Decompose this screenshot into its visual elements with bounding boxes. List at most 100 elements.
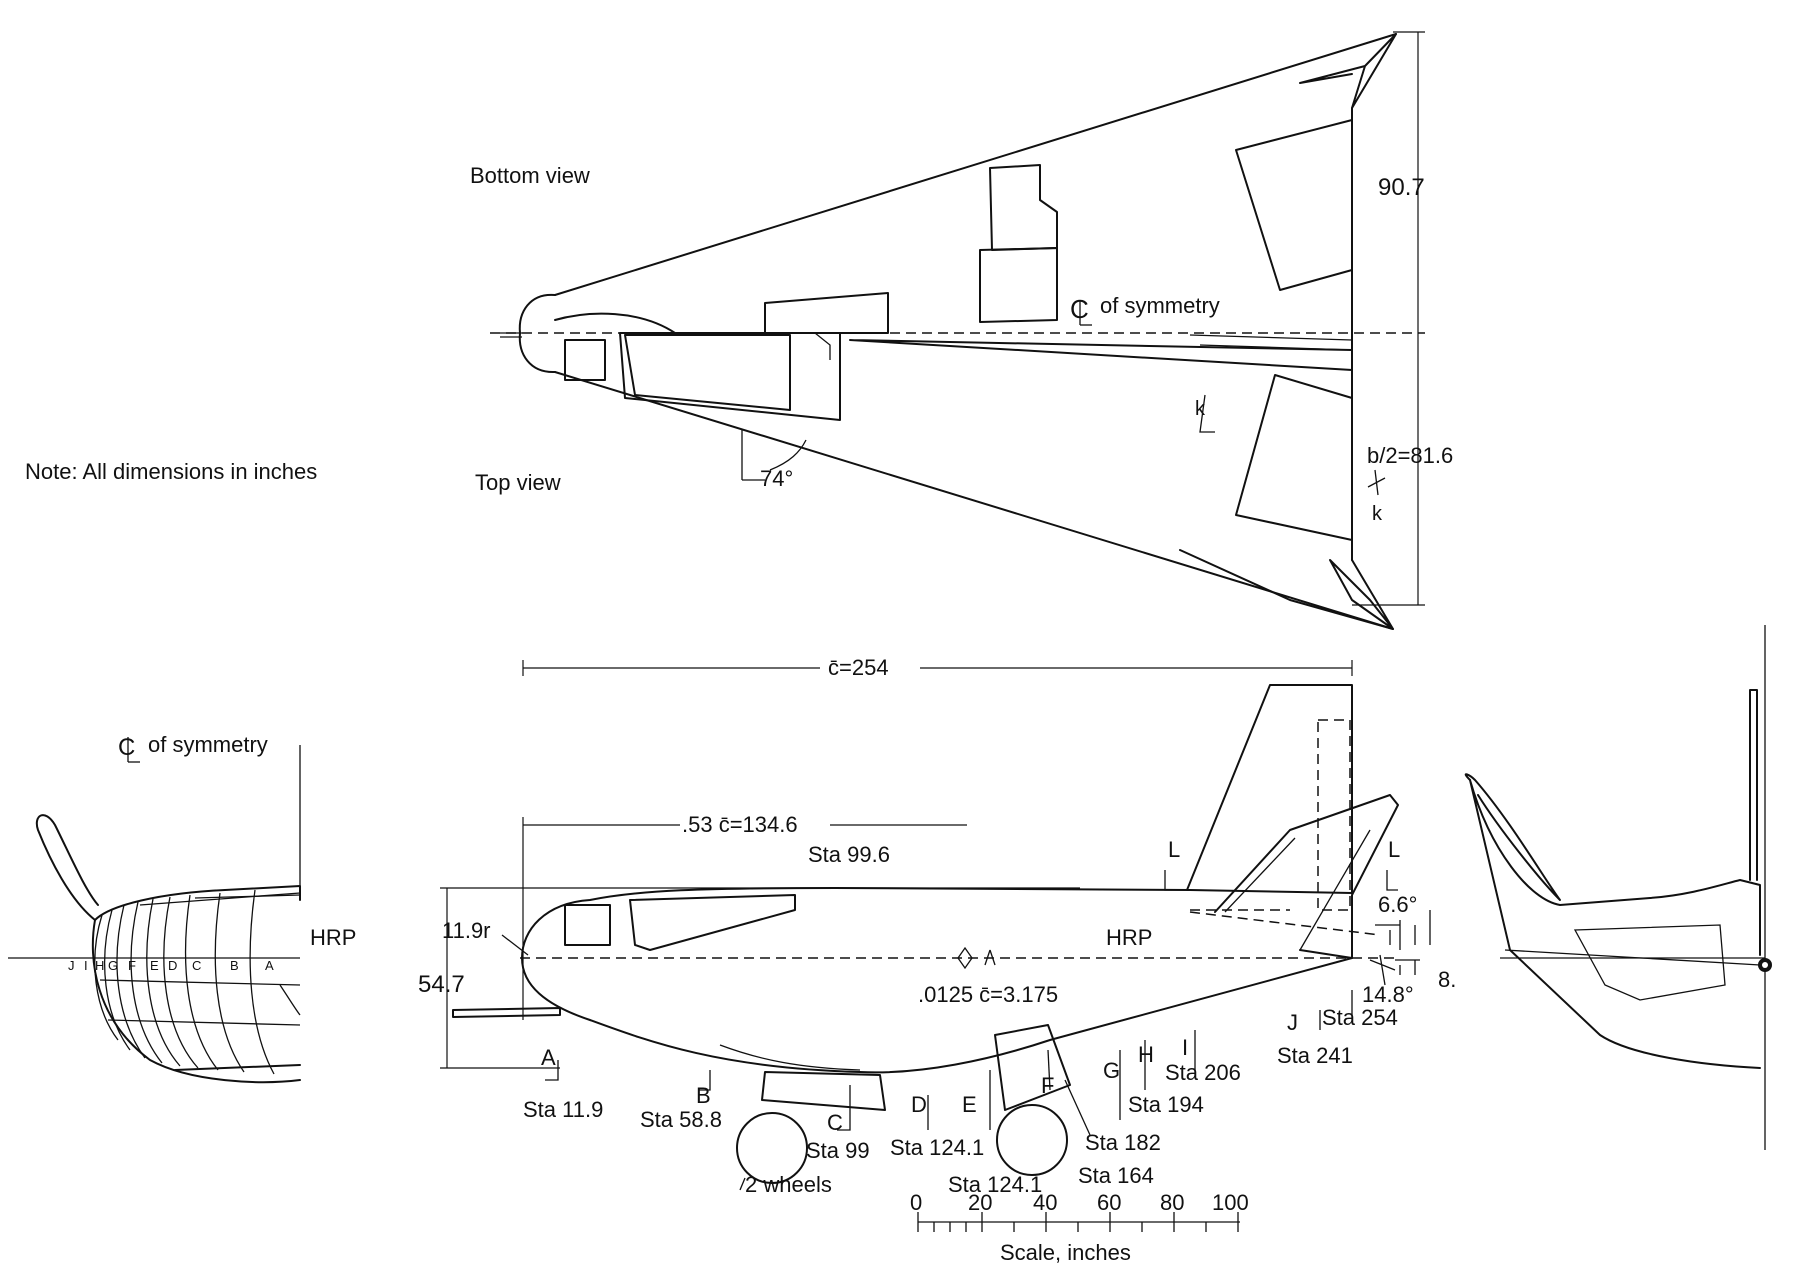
L-left-label: L: [1168, 837, 1180, 862]
svg-text:C: C: [192, 958, 201, 973]
rear-tip-fin: [1464, 773, 1561, 901]
note-label: Note: All dimensions in inches: [25, 459, 317, 484]
station-E: E: [962, 1092, 977, 1117]
main-wheel: [736, 1112, 808, 1184]
plan-view: [490, 31, 1425, 630]
sta-194-label: Sta 194: [1128, 1092, 1204, 1117]
station-F: F: [1041, 1073, 1054, 1098]
angle-6-6-label: 6.6°: [1378, 892, 1417, 917]
station-H: H: [1138, 1042, 1154, 1067]
rear-fin: [1749, 689, 1758, 881]
wheels-label: 2 wheels: [745, 1172, 832, 1197]
station-C: C: [827, 1110, 843, 1135]
front-view-left: [8, 745, 301, 1084]
front-fin: [35, 814, 99, 921]
svg-text:G: G: [108, 958, 118, 973]
station-J: J: [1287, 1010, 1298, 1035]
mac-label: c̄=254: [828, 655, 889, 680]
sta-124-1b-label: Sta 124.1: [948, 1172, 1042, 1197]
scale-label: Scale, inches: [1000, 1240, 1131, 1265]
scale-bar: [917, 1212, 1240, 1232]
front-body: [91, 885, 301, 1084]
bottom-view-label: Bottom view: [470, 163, 590, 188]
scale-tick-20: 20: [968, 1190, 992, 1215]
main-gear-door-side: [761, 1071, 886, 1111]
angle-14-8-label: 14.8°: [1362, 982, 1414, 1007]
scale-tick-80: 80: [1160, 1190, 1184, 1215]
front-section-letters: J I H G F E D C B A: [68, 958, 274, 973]
bottom-view-leading-edge: [554, 33, 1397, 296]
side-window-main: [629, 894, 796, 951]
mac-53-label: .53 c̄=134.6: [682, 812, 798, 837]
top-view-strake: [849, 339, 1353, 371]
k-upper-label: k: [1195, 398, 1206, 420]
station-B: B: [696, 1083, 711, 1108]
nose-probe: [452, 1007, 561, 1018]
sweep-angle-label: 74°: [760, 466, 793, 491]
scale-tick-60: 60: [1097, 1190, 1121, 1215]
svg-text:A: A: [265, 958, 274, 973]
sta-58-8-label: Sta 58.8: [640, 1107, 722, 1132]
sweep-angle-mark: [741, 430, 807, 481]
side-window-front: [564, 904, 611, 946]
center-panel: [764, 292, 889, 334]
top-view-tip-fin: [1179, 549, 1394, 630]
scale-tick-100: 100: [1212, 1190, 1249, 1215]
k-lower-label: k: [1372, 503, 1383, 525]
front-cl-symbol: C: [118, 734, 140, 763]
side-fuselage: [521, 887, 1353, 1074]
svg-text:H: H: [95, 958, 104, 973]
sta-206-label: Sta 206: [1165, 1060, 1241, 1085]
scale-tick-40: 40: [1033, 1190, 1057, 1215]
sta-124-1a-label: Sta 124.1: [890, 1135, 984, 1160]
top-view-windows: [624, 334, 791, 411]
dim-90-7-label: 90.7: [1378, 174, 1425, 201]
top-view-label: Top view: [475, 470, 561, 495]
svg-text:I: I: [84, 958, 88, 973]
plan-cl-symbol: C: [1070, 294, 1092, 326]
top-view-leading-edge: [554, 371, 1394, 630]
bottom-view-tip-fin: [1299, 33, 1397, 109]
height-label: 54.7: [418, 971, 465, 998]
vertical-fin: [1186, 684, 1353, 894]
scale-tick-0: 0: [910, 1190, 922, 1215]
rear-body: [1469, 779, 1761, 1069]
sta-254-label: Sta 254: [1322, 1005, 1398, 1030]
front-hrp-label: HRP: [310, 925, 356, 950]
dim-81-6-label: b/2=81.6: [1367, 443, 1453, 468]
top-view-canopy: [554, 312, 676, 334]
L-right-label: L: [1388, 837, 1400, 862]
svg-text:B: B: [230, 958, 239, 973]
svg-text:D: D: [168, 958, 177, 973]
svg-text:E: E: [150, 958, 159, 973]
plan-cl-label: of symmetry: [1100, 293, 1220, 318]
station-I: I: [1182, 1035, 1188, 1060]
top-view-elevon: [1235, 374, 1353, 541]
side-view: [440, 660, 1431, 1184]
sta-11-9-label: Sta 11.9: [523, 1097, 603, 1122]
side-tip-fin: [1214, 794, 1399, 959]
station-A: A: [541, 1045, 556, 1070]
top-view-cockpit: [564, 339, 606, 381]
sta-99-6-label: Sta 99.6: [808, 842, 890, 867]
bottom-view-elevon: [1235, 119, 1353, 291]
rudder: [1317, 719, 1351, 911]
nose-radius-label: 11.9r: [442, 918, 491, 943]
svg-text:C: C: [118, 734, 135, 761]
sta-99-label: Sta 99: [806, 1138, 870, 1163]
dim-8-label: 8.: [1438, 967, 1456, 992]
station-G: G: [1103, 1058, 1120, 1083]
svg-text:J: J: [68, 958, 75, 973]
front-cl-label: of symmetry: [148, 732, 268, 757]
side-hrp-label: HRP: [1106, 925, 1152, 950]
nose-wheel: [996, 1104, 1068, 1176]
sta-241-label: Sta 241: [1277, 1043, 1353, 1068]
svg-text:F: F: [128, 958, 136, 973]
nose-gear-door-side: [994, 1024, 1071, 1111]
station-D: D: [911, 1092, 927, 1117]
rear-view-right: [1464, 625, 1772, 1150]
sta-182-label: Sta 182: [1085, 1130, 1161, 1155]
sta-164-label: Sta 164: [1078, 1163, 1154, 1188]
main-gear-door: [979, 247, 1058, 323]
